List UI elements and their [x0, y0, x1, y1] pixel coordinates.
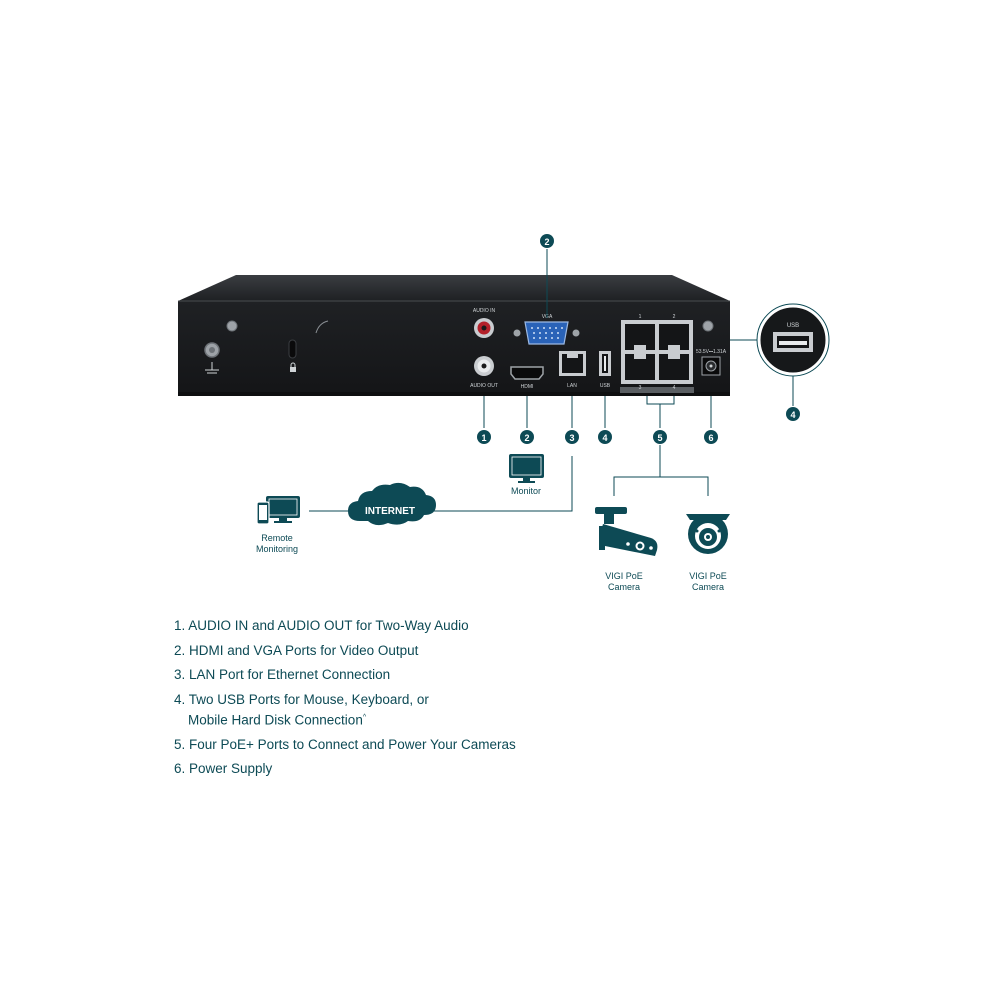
internet-label: INTERNET: [365, 506, 415, 517]
screw: [702, 320, 714, 332]
usb-zoom-label: USB: [787, 323, 799, 329]
lan-port: [559, 351, 586, 376]
poe-4-label: 4: [673, 385, 676, 391]
callout-badge-6: 6: [704, 430, 718, 444]
callout-badge-5: 5: [653, 430, 667, 444]
hdmi-label: HDMI: [521, 384, 534, 390]
svg-text:4: 4: [602, 433, 607, 443]
usb-port: [599, 351, 611, 376]
callout-badge-1: 1: [477, 430, 491, 444]
svg-text:6: 6: [708, 433, 713, 443]
dome-camera-icon: [686, 514, 730, 554]
device-top-panel: [178, 275, 730, 301]
callout-badge-4: 4: [598, 430, 612, 444]
camera1-label-line1: VIGI PoE: [605, 571, 643, 581]
remote-label-line1: Remote: [261, 533, 293, 543]
ground-icon: [204, 342, 220, 374]
feature-item-3: 3. LAN Port for Ethernet Connection: [174, 667, 391, 682]
bullet-camera-icon: [595, 507, 658, 556]
poe-1-label: 1: [639, 314, 642, 320]
monitor-label: Monitor: [511, 486, 541, 496]
audio-out-label: AUDIO OUT: [470, 383, 498, 389]
monitor-icon: [509, 454, 544, 483]
callout-badge-2-top: 2: [540, 234, 554, 248]
camera2-label-line2: Camera: [692, 582, 724, 592]
power-label: 53.5V⎓1.31A: [696, 349, 727, 355]
cloud-icon: INTERNET: [348, 482, 436, 526]
lock-icon: [288, 339, 297, 372]
poe-3-label: 3: [639, 385, 642, 391]
power-port: [701, 356, 721, 376]
feature-item-5: 5. Four PoE+ Ports to Connect and Power …: [174, 736, 516, 752]
remote-devices-icon: [256, 496, 300, 525]
hdmi-port: [510, 366, 544, 380]
callout-badge-3: 3: [565, 430, 579, 444]
poe-2-label: 2: [673, 314, 676, 320]
poe-ports: [620, 320, 694, 393]
feature-item-4: 4. Two USB Ports for Mouse, Keyboard, or…: [174, 691, 429, 728]
nvr-device: AUDIO IN AUDIO OUT VGA HDMI: [178, 275, 730, 396]
usb-zoom-bubble: USB: [730, 303, 830, 406]
audio-in-port: [474, 318, 494, 338]
callout-badge-4-usb: 4: [786, 407, 800, 421]
vga-port: [513, 321, 580, 345]
camera2-label-line1: VIGI PoE: [689, 571, 727, 581]
feature-list: 1. AUDIO IN and AUDIO OUT for Two-Way Au…: [174, 617, 516, 785]
feature-item-6: 6. Power Supply: [174, 761, 273, 776]
camera1-label-line2: Camera: [608, 582, 640, 592]
lan-label: LAN: [567, 383, 577, 389]
svg-text:2: 2: [524, 433, 529, 443]
svg-text:1: 1: [481, 433, 486, 443]
feature-item-2: 2. HDMI and VGA Ports for Video Output: [174, 642, 419, 658]
callout-badge-2: 2: [520, 430, 534, 444]
audio-out-port: [474, 356, 494, 376]
callout-lines: [309, 249, 712, 512]
svg-text:3: 3: [569, 433, 574, 443]
audio-in-label: AUDIO IN: [473, 308, 496, 314]
svg-text:2: 2: [544, 237, 549, 247]
footnote-mark: ^: [362, 713, 367, 721]
svg-text:4: 4: [790, 410, 795, 420]
screw: [226, 320, 238, 332]
usb-label: USB: [600, 383, 611, 389]
remote-label-line2: Monitoring: [256, 544, 298, 554]
feature-item-1: 1. AUDIO IN and AUDIO OUT for Two-Way Au…: [174, 618, 469, 633]
svg-text:5: 5: [657, 433, 662, 443]
